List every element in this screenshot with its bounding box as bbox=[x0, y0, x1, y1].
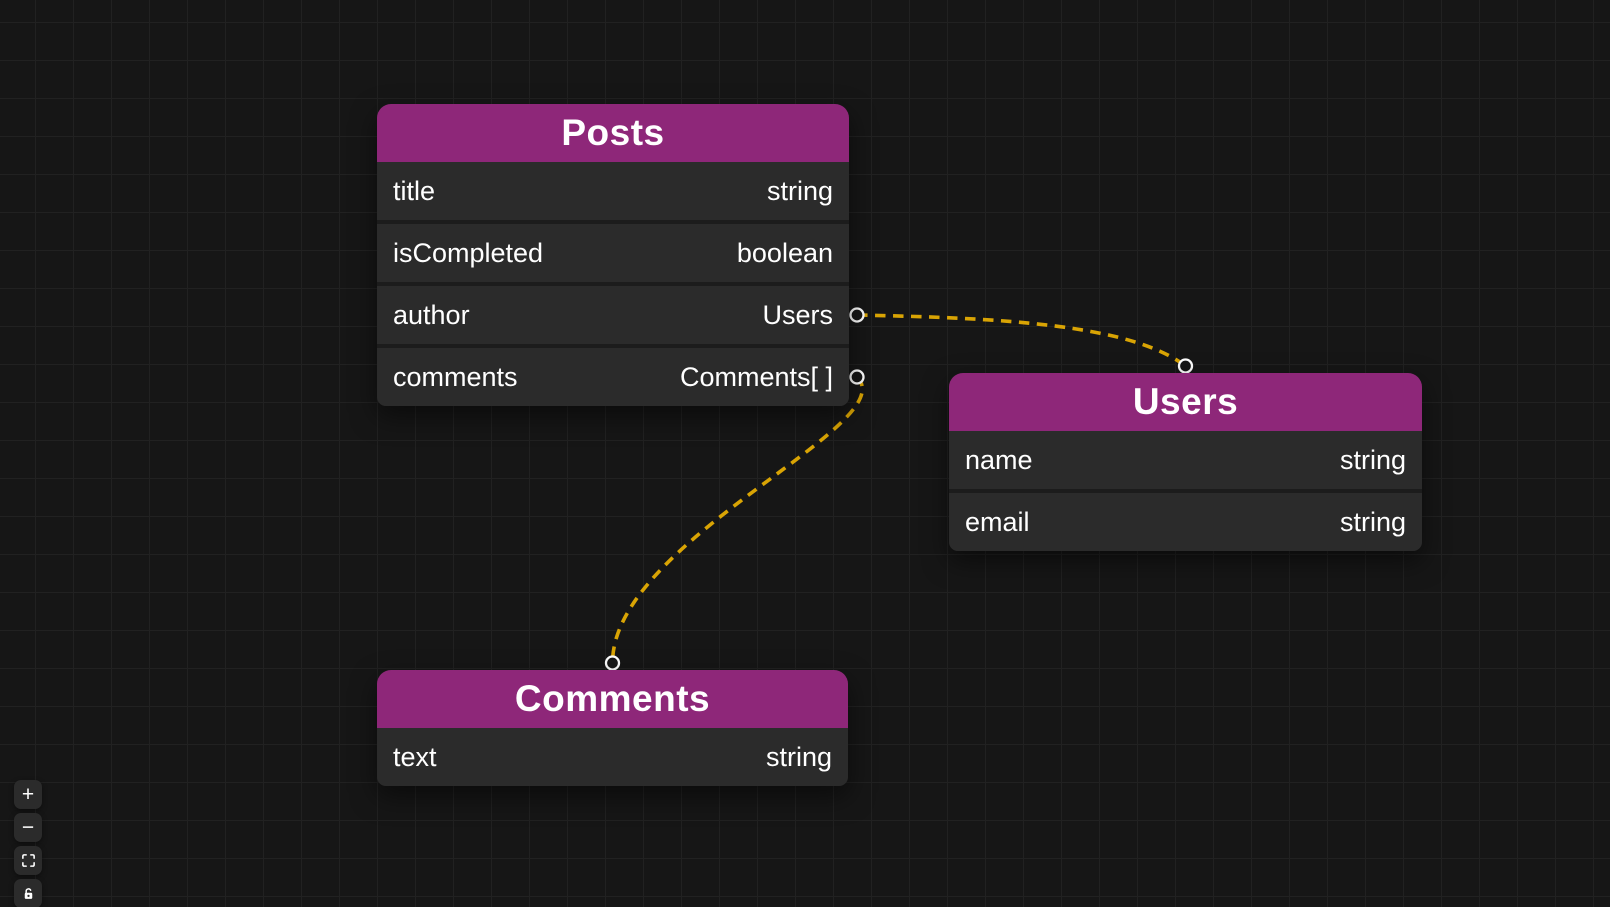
field-type: Users bbox=[762, 299, 833, 330]
unlock-icon bbox=[21, 886, 36, 901]
edge-posts-author-to-users[interactable] bbox=[856, 313, 1187, 368]
edge-posts-comments-to-comments[interactable] bbox=[610, 375, 865, 664]
field-type: string bbox=[1339, 506, 1406, 537]
node-users[interactable]: Users name string email string bbox=[949, 373, 1422, 551]
node-comments-title[interactable]: Comments bbox=[377, 670, 848, 728]
plus-icon: + bbox=[21, 782, 35, 806]
zoom-controls: + − bbox=[14, 780, 42, 907]
port-posts-comments[interactable] bbox=[849, 369, 865, 385]
zoom-in-button[interactable]: + bbox=[14, 780, 42, 809]
node-comments-rows: text string bbox=[377, 728, 848, 786]
fit-view-button[interactable] bbox=[14, 846, 42, 875]
field-name: name bbox=[965, 444, 1033, 475]
field-row-author[interactable]: author Users bbox=[377, 286, 849, 344]
field-name: title bbox=[393, 175, 436, 206]
port-users-top[interactable] bbox=[1177, 358, 1194, 374]
field-row-name[interactable]: name string bbox=[949, 431, 1422, 489]
fit-view-icon bbox=[21, 853, 36, 868]
field-type: boolean bbox=[736, 237, 833, 268]
field-name: text bbox=[393, 741, 437, 772]
field-row-title[interactable]: title string bbox=[377, 162, 849, 220]
field-name: isCompleted bbox=[393, 237, 544, 268]
field-row-isCompleted[interactable]: isCompleted boolean bbox=[377, 224, 849, 282]
field-type: string bbox=[1339, 444, 1406, 475]
minus-icon: − bbox=[21, 815, 35, 839]
node-posts-rows: title string isCompleted boolean author … bbox=[377, 162, 849, 406]
field-row-text[interactable]: text string bbox=[377, 728, 848, 786]
field-type: string bbox=[766, 175, 833, 206]
node-comments[interactable]: Comments text string bbox=[377, 670, 848, 786]
field-name: email bbox=[965, 506, 1030, 537]
field-type: string bbox=[765, 741, 832, 772]
field-name: author bbox=[393, 299, 470, 330]
field-name: comments bbox=[393, 361, 518, 392]
field-row-email[interactable]: email string bbox=[949, 493, 1422, 551]
node-posts-title[interactable]: Posts bbox=[377, 104, 849, 162]
node-users-title[interactable]: Users bbox=[949, 373, 1422, 431]
node-posts[interactable]: Posts title string isCompleted boolean a… bbox=[377, 104, 849, 406]
port-posts-author[interactable] bbox=[849, 307, 865, 323]
port-comments-top[interactable] bbox=[604, 655, 621, 671]
zoom-out-button[interactable]: − bbox=[14, 813, 42, 842]
field-type: Comments[ ] bbox=[679, 361, 833, 392]
lock-toggle-button[interactable] bbox=[14, 879, 42, 907]
node-users-rows: name string email string bbox=[949, 431, 1422, 551]
field-row-comments[interactable]: comments Comments[ ] bbox=[377, 348, 849, 406]
